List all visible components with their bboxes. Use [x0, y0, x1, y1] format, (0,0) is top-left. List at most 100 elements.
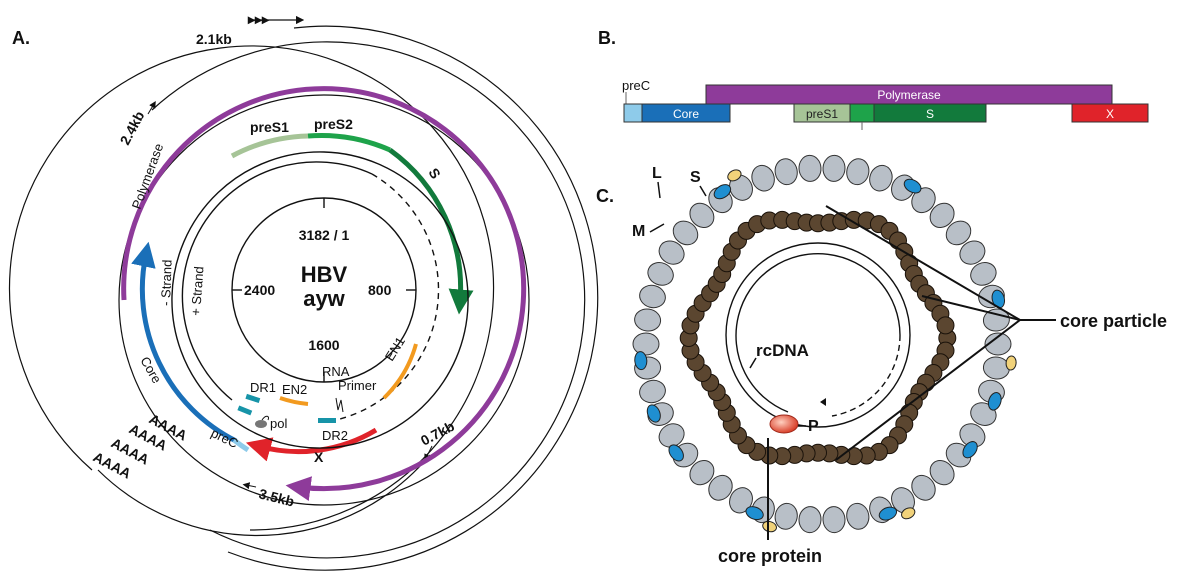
- genome-map: ▸▸▸ 2.1kb 2.4kb 0.7kb 3.5kb AAAA AAAA AA…: [8, 11, 599, 571]
- surface-protein-l: [901, 507, 916, 520]
- panel-b-label: B.: [598, 28, 616, 48]
- label-L: L: [652, 165, 662, 182]
- surface-protein-m: [987, 392, 1002, 411]
- surface-protein-m: [713, 184, 732, 200]
- label-preS2: preS2: [314, 116, 353, 132]
- label-2.4kb: 2.4kb: [117, 108, 148, 147]
- capsid-bead: [936, 316, 955, 335]
- envelope-bead: [982, 356, 1010, 380]
- label-core: Core: [137, 354, 164, 386]
- envelope-bead: [822, 506, 846, 534]
- element-EN2: [279, 396, 309, 406]
- arrow-2.4kb: [147, 100, 156, 115]
- linear-S: [873, 103, 987, 123]
- envelope-bead: [751, 164, 775, 192]
- linear-label-S: S: [926, 107, 934, 121]
- surface-protein-l: [1005, 355, 1017, 371]
- label-preS1: preS1: [250, 119, 289, 135]
- rcdna-inner-solid: [735, 253, 901, 413]
- envelope-bead: [639, 284, 666, 309]
- orf-polymerase: [121, 86, 527, 501]
- element-DR1-a: [245, 393, 261, 404]
- element-DR2: [318, 418, 336, 423]
- genome-name-line2: ayw: [303, 286, 345, 311]
- linear-preS2: [849, 103, 875, 123]
- pos-bottom: 1600: [308, 337, 339, 353]
- orf-X: [245, 427, 378, 462]
- orf-preS2: [307, 133, 392, 153]
- label-rna: RNA: [322, 364, 350, 379]
- envelope-bead: [911, 474, 936, 501]
- label-P: P: [808, 418, 819, 435]
- envelope-bead: [634, 308, 662, 332]
- minus-strand: [315, 151, 469, 449]
- label-3.5kb: 3.5kb: [257, 485, 296, 509]
- label-DR2: DR2: [322, 428, 348, 443]
- envelope-bead: [658, 240, 685, 265]
- label-DR1: DR1: [250, 380, 276, 395]
- rcdna-outer: [725, 242, 911, 428]
- triple-arrowhead-icon: ▸▸▸: [247, 11, 270, 27]
- envelope-bead: [959, 240, 986, 265]
- linear-label-core: Core: [673, 107, 699, 121]
- surface-protein-m: [668, 444, 684, 462]
- transcript-ring-2.1kb: [227, 25, 599, 571]
- transcript-ring-3.5kb: [8, 45, 495, 531]
- label-preC: preC: [209, 425, 241, 451]
- envelope-bead: [869, 164, 893, 192]
- panel-c-label: C.: [596, 186, 614, 206]
- linear-core: [641, 103, 731, 123]
- envelope-bead: [689, 202, 715, 229]
- linear-preC: [623, 103, 643, 123]
- arrow-3.5kb: [242, 482, 257, 490]
- envelope-bead: [774, 158, 798, 186]
- label-primer: Primer: [338, 378, 377, 393]
- envelope-bead: [672, 220, 699, 246]
- label-S-protein: S: [690, 169, 701, 186]
- envelope-bead: [846, 158, 870, 186]
- orf-core: [131, 241, 238, 444]
- linear-label-X: X: [1106, 107, 1114, 121]
- label-EN2: EN2: [282, 382, 307, 397]
- surface-protein-m: [878, 506, 898, 521]
- orf-S: [388, 147, 474, 315]
- label-core-protein: core protein: [718, 546, 822, 566]
- envelope-bead: [945, 220, 972, 246]
- surface-protein-m: [745, 506, 764, 521]
- envelope-bead: [774, 502, 798, 530]
- label-pol: pol: [270, 416, 287, 431]
- envelope-bead: [970, 262, 997, 286]
- linear-label-preC: preC: [622, 78, 650, 93]
- linear-label-preS1: preS1: [806, 107, 838, 121]
- pos-top: 3182 / 1: [299, 227, 350, 243]
- surface-protein-m: [903, 178, 922, 194]
- surface-protein-m: [634, 351, 648, 371]
- label-S: S: [425, 165, 444, 181]
- envelope-bead: [798, 154, 822, 182]
- primer-zigzag: [335, 397, 344, 413]
- surface-protein-l: [727, 169, 742, 182]
- envelope-bead: [632, 332, 660, 356]
- envelope-bead: [708, 474, 733, 501]
- envelope-bead: [911, 187, 936, 214]
- label-EN1: EN1: [382, 334, 408, 363]
- label-core-particle: core particle: [1060, 311, 1167, 331]
- rcdna-inner-dashed: [831, 334, 901, 417]
- plus-strand-solid: [181, 161, 373, 401]
- envelope-bead: [984, 332, 1012, 356]
- virion-diagram: rcDNA P L S M core particle core protein: [632, 154, 1167, 566]
- pos-right: 800: [368, 282, 392, 298]
- transcript-ring-2.4kb: [151, 41, 586, 559]
- transcript-ring-0.7kb: [97, 454, 431, 537]
- panel-a-label: A.: [12, 28, 30, 48]
- arrow-0.7kb: [424, 445, 433, 462]
- genome-name-line1: HBV: [301, 262, 348, 287]
- envelope-bead: [798, 506, 822, 534]
- orf-preS1: [230, 133, 309, 159]
- linear-label-polymerase: Polymerase: [877, 88, 941, 102]
- envelope-bead: [639, 379, 666, 404]
- label-2.1kb: 2.1kb: [196, 31, 232, 47]
- element-EN1: [382, 343, 418, 400]
- pol-protein: [255, 420, 267, 428]
